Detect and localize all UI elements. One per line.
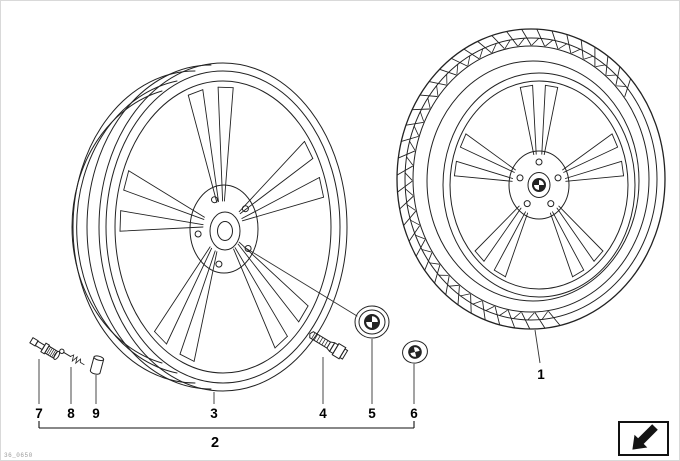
bmw-roundel-icon <box>527 172 551 198</box>
complete-wheel-with-tire <box>396 28 666 330</box>
callout-9[interactable]: 9 <box>92 406 100 421</box>
diagram-code: 36_0650 <box>4 452 33 459</box>
wheel-bolt <box>309 331 349 360</box>
group-bracket <box>38 421 415 429</box>
callout-7[interactable]: 7 <box>35 406 43 421</box>
leader-lines <box>38 329 541 404</box>
valve-core <box>59 348 85 366</box>
hub-cap <box>354 305 390 339</box>
wheel-spokes <box>453 84 625 278</box>
callout-2[interactable]: 2 <box>211 435 219 451</box>
callout-5[interactable]: 5 <box>368 406 376 421</box>
prev-diagram-button[interactable] <box>618 421 669 456</box>
callout-1[interactable]: 1 <box>537 367 545 382</box>
callout-3[interactable]: 3 <box>210 406 218 421</box>
alloy-rim <box>71 62 348 392</box>
rim-lug-holes <box>194 196 252 268</box>
tire-tread <box>396 28 632 330</box>
valve-cap <box>89 355 105 375</box>
callout-4[interactable]: 4 <box>319 406 327 421</box>
bmw-emblem <box>402 340 428 364</box>
callout-6[interactable]: 6 <box>410 406 418 421</box>
rim-spokes <box>119 86 325 362</box>
callout-8[interactable]: 8 <box>67 406 75 421</box>
valve-stem <box>29 336 61 360</box>
assembly-axis-line <box>243 246 358 317</box>
back-arrow-icon <box>631 424 658 450</box>
wheel-lug-holes <box>516 158 562 208</box>
